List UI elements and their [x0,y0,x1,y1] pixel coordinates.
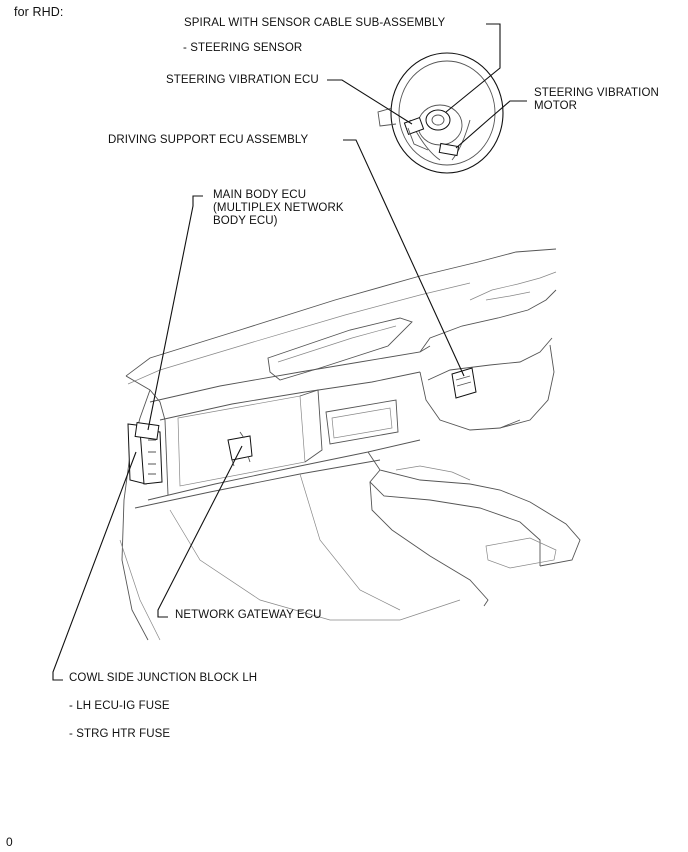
label-main-body-ecu-line2: (MULTIPLEX NETWORK [213,202,344,214]
label-main-body-ecu: MAIN BODY ECU (MULTIPLEX NETWORK BODY EC… [213,189,344,228]
label-steering-sensor: - STEERING SENSOR [183,42,303,54]
steering-vibration-motor-part [438,142,460,157]
label-main-body-ecu-line1: MAIN BODY ECU [213,189,307,201]
diagram-footer: 0 [6,835,13,849]
leader-steering-motor [455,100,527,149]
leader-cowl [52,451,137,681]
leader-spiral [445,23,501,113]
leader-driving-support [343,139,465,377]
label-steering-vibration-motor: STEERING VIBRATION MOTOR [534,87,659,113]
label-steering-vibration-ecu: STEERING VIBRATION ECU [166,74,319,86]
label-spiral-cable: SPIRAL WITH SENSOR CABLE SUB-ASSEMBLY [184,17,446,29]
label-lh-ecu-ig-fuse: - LH ECU-IG FUSE [69,700,170,712]
label-strg-htr-fuse: - STRG HTR FUSE [69,728,171,740]
label-steering-vibration-motor-line2: MOTOR [534,100,578,112]
diagram-header: for RHD: [14,5,64,19]
label-network-gateway-ecu: NETWORK GATEWAY ECU [175,609,322,621]
leader-steering-ecu [327,79,413,125]
label-main-body-ecu-line3: BODY ECU) [213,215,278,227]
label-cowl-side-junction-block: COWL SIDE JUNCTION BLOCK LH [69,672,258,684]
steering-vibration-ecu-part [403,116,429,151]
spiral-cable-part [425,109,451,131]
leader-main-body [147,195,203,431]
leader-gateway [157,445,243,618]
driving-support-ecu-part [451,367,477,399]
label-driving-support-ecu: DRIVING SUPPORT ECU ASSEMBLY [108,134,309,146]
dashboard-outline [119,248,581,641]
main-body-ecu-part [134,421,160,441]
label-steering-vibration-motor-line1: STEERING VIBRATION [534,87,659,99]
